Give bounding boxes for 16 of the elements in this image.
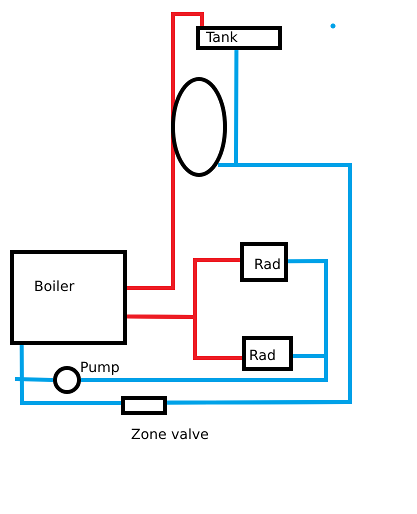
pipe-line (14, 377, 54, 382)
pipe-line (167, 163, 352, 405)
radiator-label: Rad (249, 349, 276, 363)
pump-label: Pump (80, 361, 120, 375)
pipe-line (126, 314, 242, 360)
tank-box (196, 26, 282, 50)
radiator-label: Rad (254, 258, 281, 272)
pipe-line (127, 12, 204, 290)
tank-label: Tank (206, 31, 238, 45)
radiator-box (240, 242, 288, 282)
pipe-line (20, 344, 121, 406)
zone-valve-label: Zone valve (131, 428, 209, 442)
radiator-box (242, 336, 293, 371)
boiler-box (10, 250, 127, 345)
boiler-label: Boiler (34, 280, 74, 294)
cylinder-ellipse (171, 77, 227, 177)
